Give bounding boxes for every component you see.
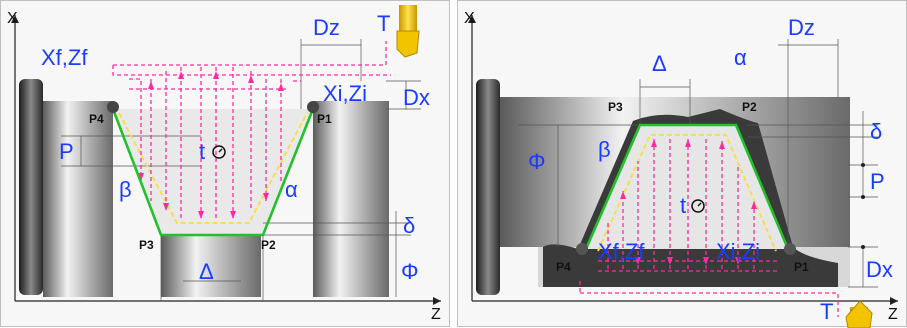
point-p1-marker xyxy=(784,243,796,255)
label-xf-zf: Xf,Zf xyxy=(41,45,88,70)
label-dz: Dz xyxy=(788,15,815,40)
right-diagram-svg: X Z xyxy=(464,10,898,328)
label-xi-zi: Xi,Zi xyxy=(716,239,760,264)
x-axis-label: X xyxy=(464,10,475,27)
left-diagram-panel: X Z xyxy=(0,0,450,327)
label-p4: P4 xyxy=(89,112,104,126)
label-delta-triangle: Δ xyxy=(199,259,214,284)
label-p: P xyxy=(870,169,885,194)
label-p2: P2 xyxy=(261,238,276,252)
label-phi: Φ xyxy=(401,259,419,284)
label-alpha: α xyxy=(285,177,298,202)
chuck-jaw xyxy=(476,79,500,295)
groove-area xyxy=(113,109,313,235)
label-beta: β xyxy=(598,137,611,162)
point-p4-marker xyxy=(107,101,119,113)
reference-dots xyxy=(861,163,865,249)
tool-holder xyxy=(399,5,417,31)
pass-arrows xyxy=(620,139,757,265)
label-delta-symbol: δ xyxy=(870,119,882,144)
x-axis-arrow xyxy=(11,15,19,23)
clock-icon-hand xyxy=(218,148,223,153)
label-p3: P3 xyxy=(608,100,623,114)
label-p4: P4 xyxy=(556,260,571,274)
label-t: t xyxy=(680,193,686,218)
z-axis-label: Z xyxy=(888,306,898,323)
label-tool: T xyxy=(820,299,833,324)
point-p4-marker xyxy=(576,243,588,255)
label-delta-symbol: δ xyxy=(403,213,415,238)
chuck-jaw xyxy=(19,79,43,295)
z-axis-arrow xyxy=(890,297,898,305)
z-axis-label: Z xyxy=(431,306,441,323)
point-p1-marker xyxy=(307,101,319,113)
label-p2: P2 xyxy=(742,100,757,114)
right-diagram-panel: X Z xyxy=(457,0,907,328)
finish-allowance-line xyxy=(597,134,777,252)
roughing-passes xyxy=(112,41,391,219)
label-t: t xyxy=(199,139,205,164)
label-xi-zi: Xi,Zi xyxy=(323,81,367,106)
label-beta: β xyxy=(119,177,132,202)
z-axis-arrow xyxy=(433,297,441,305)
pass-arrows xyxy=(138,71,284,219)
label-delta-triangle: Δ xyxy=(652,51,667,76)
finish-allowance-line xyxy=(118,112,308,224)
clock-icon-hand xyxy=(697,202,702,207)
roughing-passes xyxy=(579,139,839,317)
clock-icon xyxy=(691,199,705,213)
tool-insert xyxy=(396,30,420,58)
x-axis-label: X xyxy=(7,10,18,27)
tool-insert xyxy=(845,300,873,328)
label-dx: Dx xyxy=(866,257,893,282)
groove-bottom xyxy=(161,235,261,297)
label-dx: Dx xyxy=(403,85,430,110)
workpiece-left-section xyxy=(43,101,113,297)
label-p1: P1 xyxy=(317,112,332,126)
label-p: P xyxy=(59,139,74,164)
workpiece-right-section xyxy=(313,101,389,297)
label-p1: P1 xyxy=(794,260,809,274)
dimension-lines xyxy=(518,39,878,288)
clock-icon xyxy=(212,145,226,159)
x-axis-arrow xyxy=(468,15,476,23)
label-alpha: α xyxy=(734,45,747,70)
groove-profile xyxy=(111,108,315,237)
label-p3: P3 xyxy=(139,238,154,252)
label-phi: Φ xyxy=(528,149,546,174)
label-dz: Dz xyxy=(313,15,340,40)
label-xf-zf: Xf,Zf xyxy=(598,239,645,264)
trapezoid-profile xyxy=(584,123,790,250)
label-tool: T xyxy=(377,11,390,36)
left-diagram-svg: X Z xyxy=(7,5,441,323)
